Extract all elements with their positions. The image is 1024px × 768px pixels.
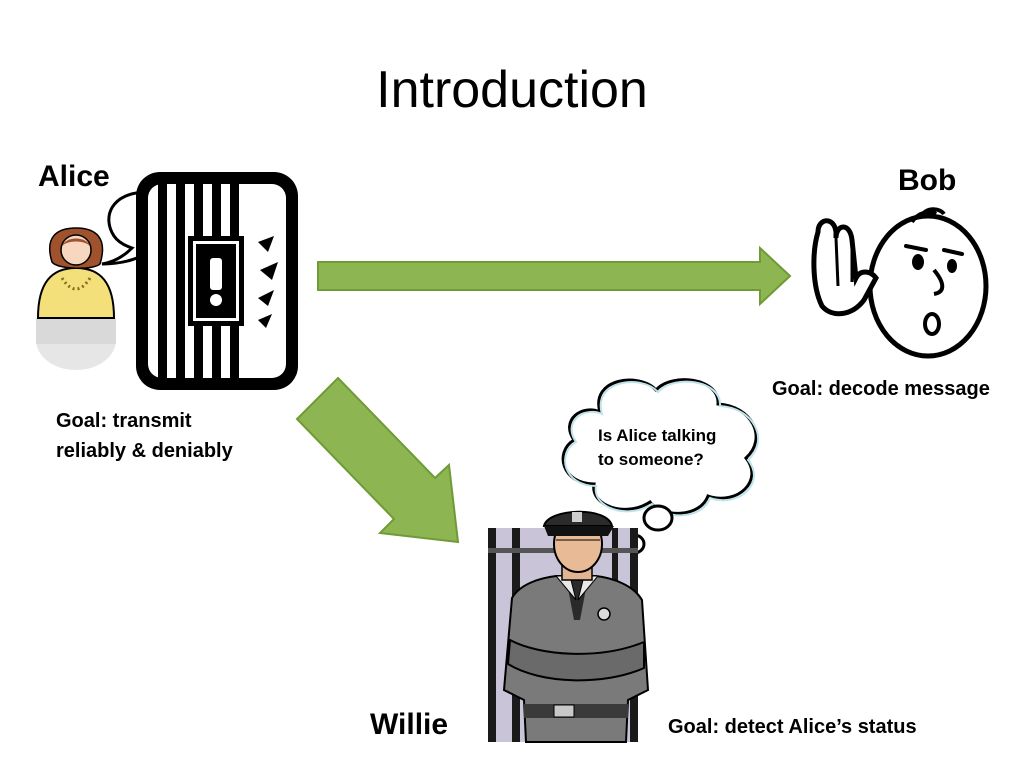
willie-thought-line2: to someone? [598, 450, 704, 469]
bob-listening-face-icon [811, 207, 989, 359]
alice-goal: Goal: transmit reliably & deniably [56, 406, 233, 466]
thought-cloud-icon [561, 378, 760, 555]
alice-goal-line2: reliably & deniably [56, 440, 233, 462]
arrow-to-bob [317, 245, 792, 307]
willie-goal: Goal: detect Alice’s status [668, 716, 917, 738]
bob-name: Bob [898, 164, 957, 197]
arrow-to-willie [295, 376, 460, 544]
page-title: Introduction [376, 61, 648, 119]
radio-transmitter-icon [136, 172, 298, 390]
willie-name: Willie [370, 708, 449, 741]
alice-goal-line1: Goal: transmit [56, 410, 192, 432]
bob-goal: Goal: decode message [772, 378, 990, 400]
alice-figure-icon [36, 227, 116, 370]
willie-thought-text: Is Alice talking to someone? [598, 424, 716, 472]
alice-name: Alice [38, 160, 110, 193]
willie-thought-line1: Is Alice talking [598, 426, 717, 445]
police-officer-icon [502, 510, 650, 743]
